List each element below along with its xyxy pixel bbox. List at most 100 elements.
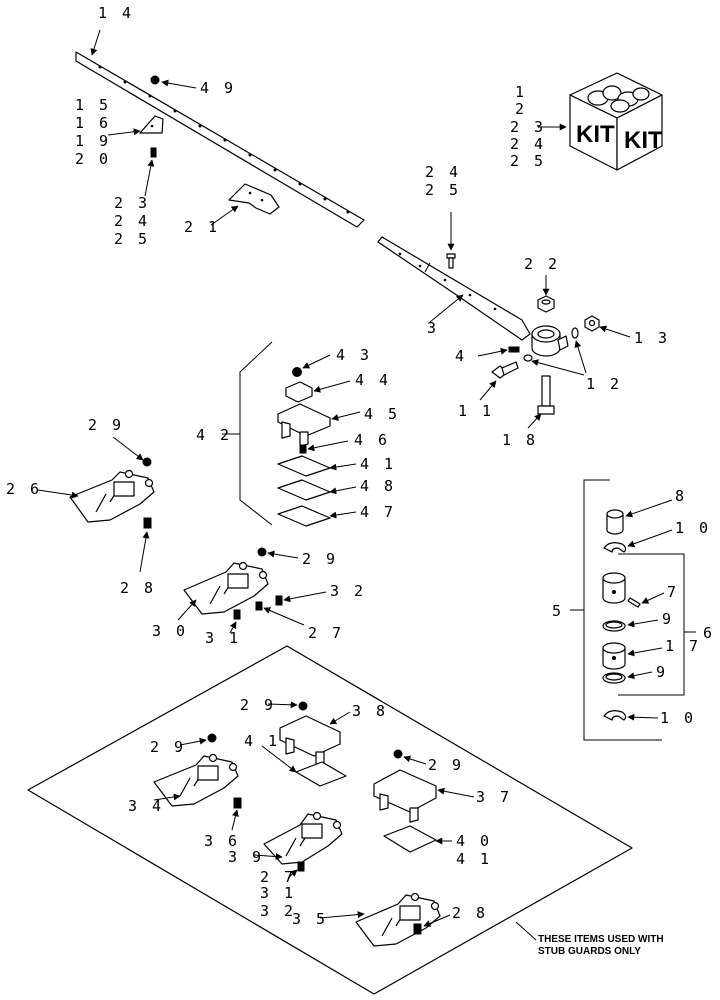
clip-10a (603, 542, 627, 553)
guard-30 (183, 561, 269, 615)
callout-31a: 3 1 (205, 629, 241, 647)
nut-29a (142, 457, 152, 467)
callout-6: 6 (703, 624, 715, 642)
callout-29a: 2 9 (88, 416, 124, 434)
callout-32b: 3 2 (260, 902, 296, 920)
bushing-17 (602, 642, 626, 670)
callout-41a: 4 1 (360, 455, 396, 473)
callout-23a: 2 3 (114, 194, 150, 212)
callout-kit-2: 2 (515, 100, 527, 118)
callout-kit-1: 1 (515, 83, 527, 101)
roll-pin-7 (627, 597, 641, 608)
nut-29e (393, 749, 403, 759)
callout-27b: 2 7 (260, 868, 296, 886)
callout-5: 5 (552, 602, 564, 620)
callout-15: 1 5 (75, 96, 111, 114)
callout-kit-24: 2 4 (510, 135, 546, 153)
bushing-8 (606, 509, 624, 535)
callout-20: 2 0 (75, 150, 111, 168)
guard-39 (263, 811, 343, 865)
nut-49 (150, 75, 160, 85)
screw-46 (299, 444, 307, 454)
bolt-28a (143, 517, 152, 529)
callout-25a: 2 5 (114, 230, 150, 248)
bolt-27b (297, 861, 305, 872)
callout-36: 3 6 (204, 832, 240, 850)
callout-kit-23: 2 3 (510, 118, 546, 136)
spacer-41 (277, 455, 331, 477)
callout-45: 4 5 (364, 405, 400, 423)
callout-32a: 3 2 (330, 582, 366, 600)
callout-12: 1 2 (586, 375, 622, 393)
plate-21 (228, 183, 280, 215)
bolt-23 (150, 147, 157, 158)
callout-19: 1 9 (75, 132, 111, 150)
callout-24a: 2 4 (114, 212, 150, 230)
nut-43 (292, 367, 302, 377)
callout-25b: 2 5 (425, 181, 461, 199)
callout-41c: 4 1 (456, 850, 492, 868)
kit-label-left: KIT (576, 121, 615, 148)
callout-41b: 4 1 (244, 732, 280, 750)
bolt-24 (446, 253, 456, 269)
pin-housing-5 (602, 572, 626, 604)
callout-3: 3 (427, 319, 439, 337)
knife-back-bar (75, 51, 365, 228)
nut-13 (584, 315, 600, 332)
ring-9b (602, 672, 626, 684)
bolt-32a (275, 595, 283, 606)
callout-34: 3 4 (128, 797, 164, 815)
shim-47 (277, 505, 331, 527)
nut-29d (207, 733, 217, 743)
stub-guard-note-line1: THESE ITEMS USED WITH (538, 934, 664, 945)
guard-35 (355, 892, 441, 947)
callout-22: 2 2 (524, 255, 560, 273)
callout-31b: 3 1 (260, 884, 296, 902)
callout-4: 4 (455, 347, 467, 365)
callout-8: 8 (675, 487, 687, 505)
callout-29b: 2 9 (302, 550, 338, 568)
bolt-18 (537, 375, 555, 415)
callout-9a: 9 (662, 610, 674, 628)
bolt-27a (255, 601, 263, 611)
bolt-28b (413, 923, 422, 935)
spacer-41b (295, 761, 347, 787)
clip-44 (285, 381, 313, 403)
callout-11: 1 1 (458, 402, 494, 420)
callout-9b: 9 (656, 663, 668, 681)
callout-42: 4 2 (196, 426, 232, 444)
callout-18: 1 8 (502, 431, 538, 449)
callout-24b: 2 4 (425, 163, 461, 181)
plate-45 (277, 403, 331, 447)
knife-head-hub (531, 325, 569, 357)
guard-26 (69, 469, 155, 523)
knife-head-plate (139, 115, 164, 134)
callout-43: 4 3 (336, 346, 372, 364)
callout-29d: 2 9 (150, 738, 186, 756)
callout-7: 7 (667, 583, 679, 601)
bolt-11 (491, 361, 519, 379)
callout-29c: 2 9 (240, 696, 276, 714)
callout-kit-25: 2 5 (510, 152, 546, 170)
callout-46: 4 6 (354, 431, 390, 449)
nut-29b (257, 547, 267, 557)
callout-30: 3 0 (152, 622, 188, 640)
plate-38 (279, 715, 341, 767)
callout-38: 3 8 (352, 702, 388, 720)
screw-4 (508, 346, 520, 353)
callout-37: 3 7 (476, 788, 512, 806)
callout-16: 1 6 (75, 114, 111, 132)
knife-head-arm (377, 236, 531, 341)
kit-box: KIT KIT (569, 72, 663, 171)
nut-22 (537, 295, 555, 313)
callout-35: 3 5 (292, 910, 328, 928)
callout-17: 1 7 (665, 637, 701, 655)
callout-14: 1 4 (98, 4, 134, 22)
callout-48: 4 8 (360, 477, 396, 495)
callout-10b: 1 0 (660, 709, 696, 727)
kit-label-right: KIT (624, 127, 663, 154)
clip-10b (603, 710, 627, 721)
callout-40: 4 0 (456, 832, 492, 850)
callout-21: 2 1 (184, 218, 220, 236)
